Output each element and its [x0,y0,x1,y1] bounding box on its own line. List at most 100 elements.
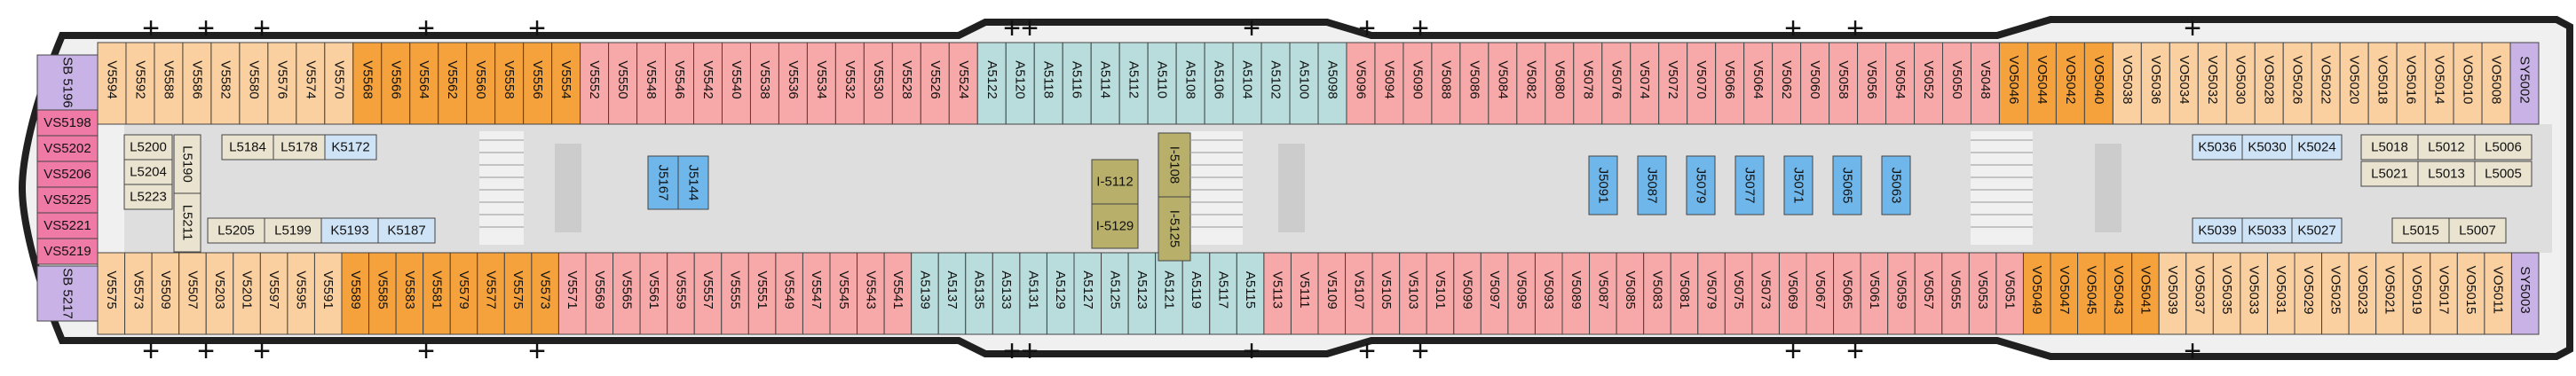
cabin-bottom-36[interactable]: A5127 [1073,252,1102,335]
cabin-top-59[interactable]: V5062 [1772,42,1802,125]
cabin-top-44[interactable]: V5096 [1346,42,1376,125]
cabin-top-62[interactable]: V5056 [1857,42,1887,125]
cabin-fwd-bottom-2[interactable]: K5193 [320,217,379,244]
cabin-top-61[interactable]: V5058 [1829,42,1859,125]
cabin-bottom-43[interactable]: V5113 [1263,252,1292,335]
cabin-bottom-21[interactable]: V5559 [667,252,695,335]
cabin-bottom-86[interactable]: VO5017 [2430,252,2458,335]
cabin-bow-suite-1[interactable]: VS5202 [36,135,99,162]
cabin-bottom-37[interactable]: A5125 [1101,252,1129,335]
cabin-bow-suite-0[interactable]: VS5198 [36,109,99,137]
cabin-bow-suite-5[interactable]: VS5219 [36,238,99,265]
cabin-bottom-34[interactable]: A5131 [1019,252,1047,335]
cabin-bottom-30[interactable]: A5139 [911,252,939,335]
cabin-top-66[interactable]: V5048 [1970,42,2000,125]
cabin-top-30[interactable]: V5524 [948,42,978,125]
cabin-top-57[interactable]: V5066 [1715,42,1745,125]
cabin-top-83[interactable]: VO5010 [2453,42,2483,125]
cabin-top-28[interactable]: V5528 [891,42,921,125]
cabin-bottom-18[interactable]: V5569 [585,252,614,335]
cabin-bottom-2[interactable]: V5509 [151,252,180,335]
cabin-fwd-left-1[interactable]: L5204 [123,159,173,185]
cabin-bottom-17[interactable]: V5571 [557,252,587,335]
cabin-bottom-8[interactable]: V5591 [313,252,343,335]
cabin-top-26[interactable]: V5532 [834,42,865,125]
cabin-top-82[interactable]: VO5014 [2424,42,2454,125]
cabin-top-16[interactable]: V5554 [551,42,581,125]
cabin-bottom-33[interactable]: A5133 [992,252,1021,335]
cabin-top-27[interactable]: V5530 [863,42,893,125]
cabin-top-12[interactable]: V5562 [438,42,468,125]
cabin-bottom-46[interactable]: V5107 [1345,252,1373,335]
cabin-bottom-19[interactable]: V5565 [612,252,641,335]
cabin-top-45[interactable]: V5094 [1374,42,1404,125]
cabin-top-14[interactable]: V5558 [494,42,525,125]
cabin-bottom-51[interactable]: V5097 [1480,252,1509,335]
cabin-aft-k-bottom-1[interactable]: K5033 [2241,217,2293,244]
cabin-top-38[interactable]: A5108 [1175,42,1205,125]
cabin-aft-k-top-0[interactable]: K5036 [2192,134,2243,161]
cabin-top-49[interactable]: V5084 [1488,42,1518,125]
cabin-top-52[interactable]: V5078 [1573,42,1603,125]
cabin-aft-l-1-1[interactable]: L5013 [2417,161,2476,187]
cabin-top-39[interactable]: A5106 [1204,42,1234,125]
cabin-bottom-24[interactable]: V5551 [747,252,777,335]
cabin-fwd-bottom-1[interactable]: L5199 [264,217,322,244]
cabin-top-20[interactable]: V5546 [665,42,695,125]
cabin-bottom-60[interactable]: V5075 [1724,252,1753,335]
cabin-fwd-left-0[interactable]: L5200 [123,134,173,161]
cabin-top-69[interactable]: VO5042 [2055,42,2085,125]
cabin-top-50[interactable]: V5082 [1516,42,1546,125]
cabin-bottom-42[interactable]: A5115 [1236,252,1265,335]
cabin-top-75[interactable]: VO5030 [2225,42,2256,125]
cabin-top-2[interactable]: V5588 [154,42,184,125]
cabin-bottom-75[interactable]: VO5041 [2131,252,2160,335]
cabin-top-68[interactable]: VO5044 [2027,42,2057,125]
cabin-top-63[interactable]: V5054 [1885,42,1916,125]
cabin-top-31[interactable]: A5122 [976,42,1007,125]
cabin-bottom-50[interactable]: V5099 [1453,252,1482,335]
cabin-top-35[interactable]: A5114 [1090,42,1120,125]
cabin-bottom-85[interactable]: VO5019 [2402,252,2431,335]
cabin-bottom-54[interactable]: V5089 [1561,252,1591,335]
cabin-bottom-79[interactable]: VO5033 [2240,252,2268,335]
cabin-top-78[interactable]: VO5022 [2311,42,2341,125]
cabin-bow-suite-4[interactable]: VS5221 [36,212,99,239]
cabin-bottom-20[interactable]: V5561 [639,252,668,335]
cabin-bottom-87[interactable]: VO5015 [2456,252,2485,335]
cabin-bottom-26[interactable]: V5547 [802,252,831,335]
cabin-bottom-38[interactable]: A5123 [1127,252,1157,335]
cabin-bottom-16[interactable]: V5573 [531,252,559,335]
cabin-bottom-61[interactable]: V5073 [1751,252,1780,335]
cabin-top-53[interactable]: V5076 [1601,42,1632,125]
cabin-fwd-top-1[interactable]: L5178 [273,134,326,161]
cabin-bottom-84[interactable]: VO5021 [2375,252,2404,335]
cabin-top-51[interactable]: V5080 [1545,42,1575,125]
cabin-bottom-40[interactable]: A5119 [1181,252,1211,335]
cabin-top-55[interactable]: V5072 [1658,42,1688,125]
cabin-bow-suite-3[interactable]: VS5225 [36,186,99,214]
cabin-top-10[interactable]: V5566 [381,42,411,125]
cabin-bottom-48[interactable]: V5103 [1399,252,1427,335]
cabin-bottom-12[interactable]: V5581 [423,252,451,335]
cabin-bottom-35[interactable]: A5129 [1046,252,1075,335]
cabin-bottom-83[interactable]: VO5023 [2348,252,2377,335]
cabin-bottom-73[interactable]: VO5045 [2077,252,2106,335]
cabin-bottom-88[interactable]: VO5011 [2484,252,2512,335]
cabin-bottom-81[interactable]: VO5029 [2294,252,2323,335]
cabin-bottom-14[interactable]: V5577 [477,252,505,335]
cabin-j-aft-1[interactable]: J5087 [1637,155,1667,215]
cabin-top-48[interactable]: V5086 [1459,42,1489,125]
cabin-bottom-89[interactable]: SY5003 [2510,252,2540,335]
cabin-top-74[interactable]: VO5032 [2197,42,2227,125]
cabin-top-84[interactable]: VO5008 [2481,42,2511,125]
cabin-top-0[interactable]: V5594 [97,42,127,125]
cabin-top-33[interactable]: A5118 [1033,42,1063,125]
cabin-top-25[interactable]: V5534 [806,42,836,125]
cabin-bottom-64[interactable]: V5065 [1833,252,1861,335]
cabin-top-47[interactable]: V5088 [1431,42,1461,125]
cabin-top-81[interactable]: VO5016 [2396,42,2426,125]
cabin-top-3[interactable]: V5586 [182,42,212,125]
cabin-j-aft-2[interactable]: J5079 [1686,155,1716,215]
cabin-bottom-9[interactable]: V5589 [341,252,370,335]
